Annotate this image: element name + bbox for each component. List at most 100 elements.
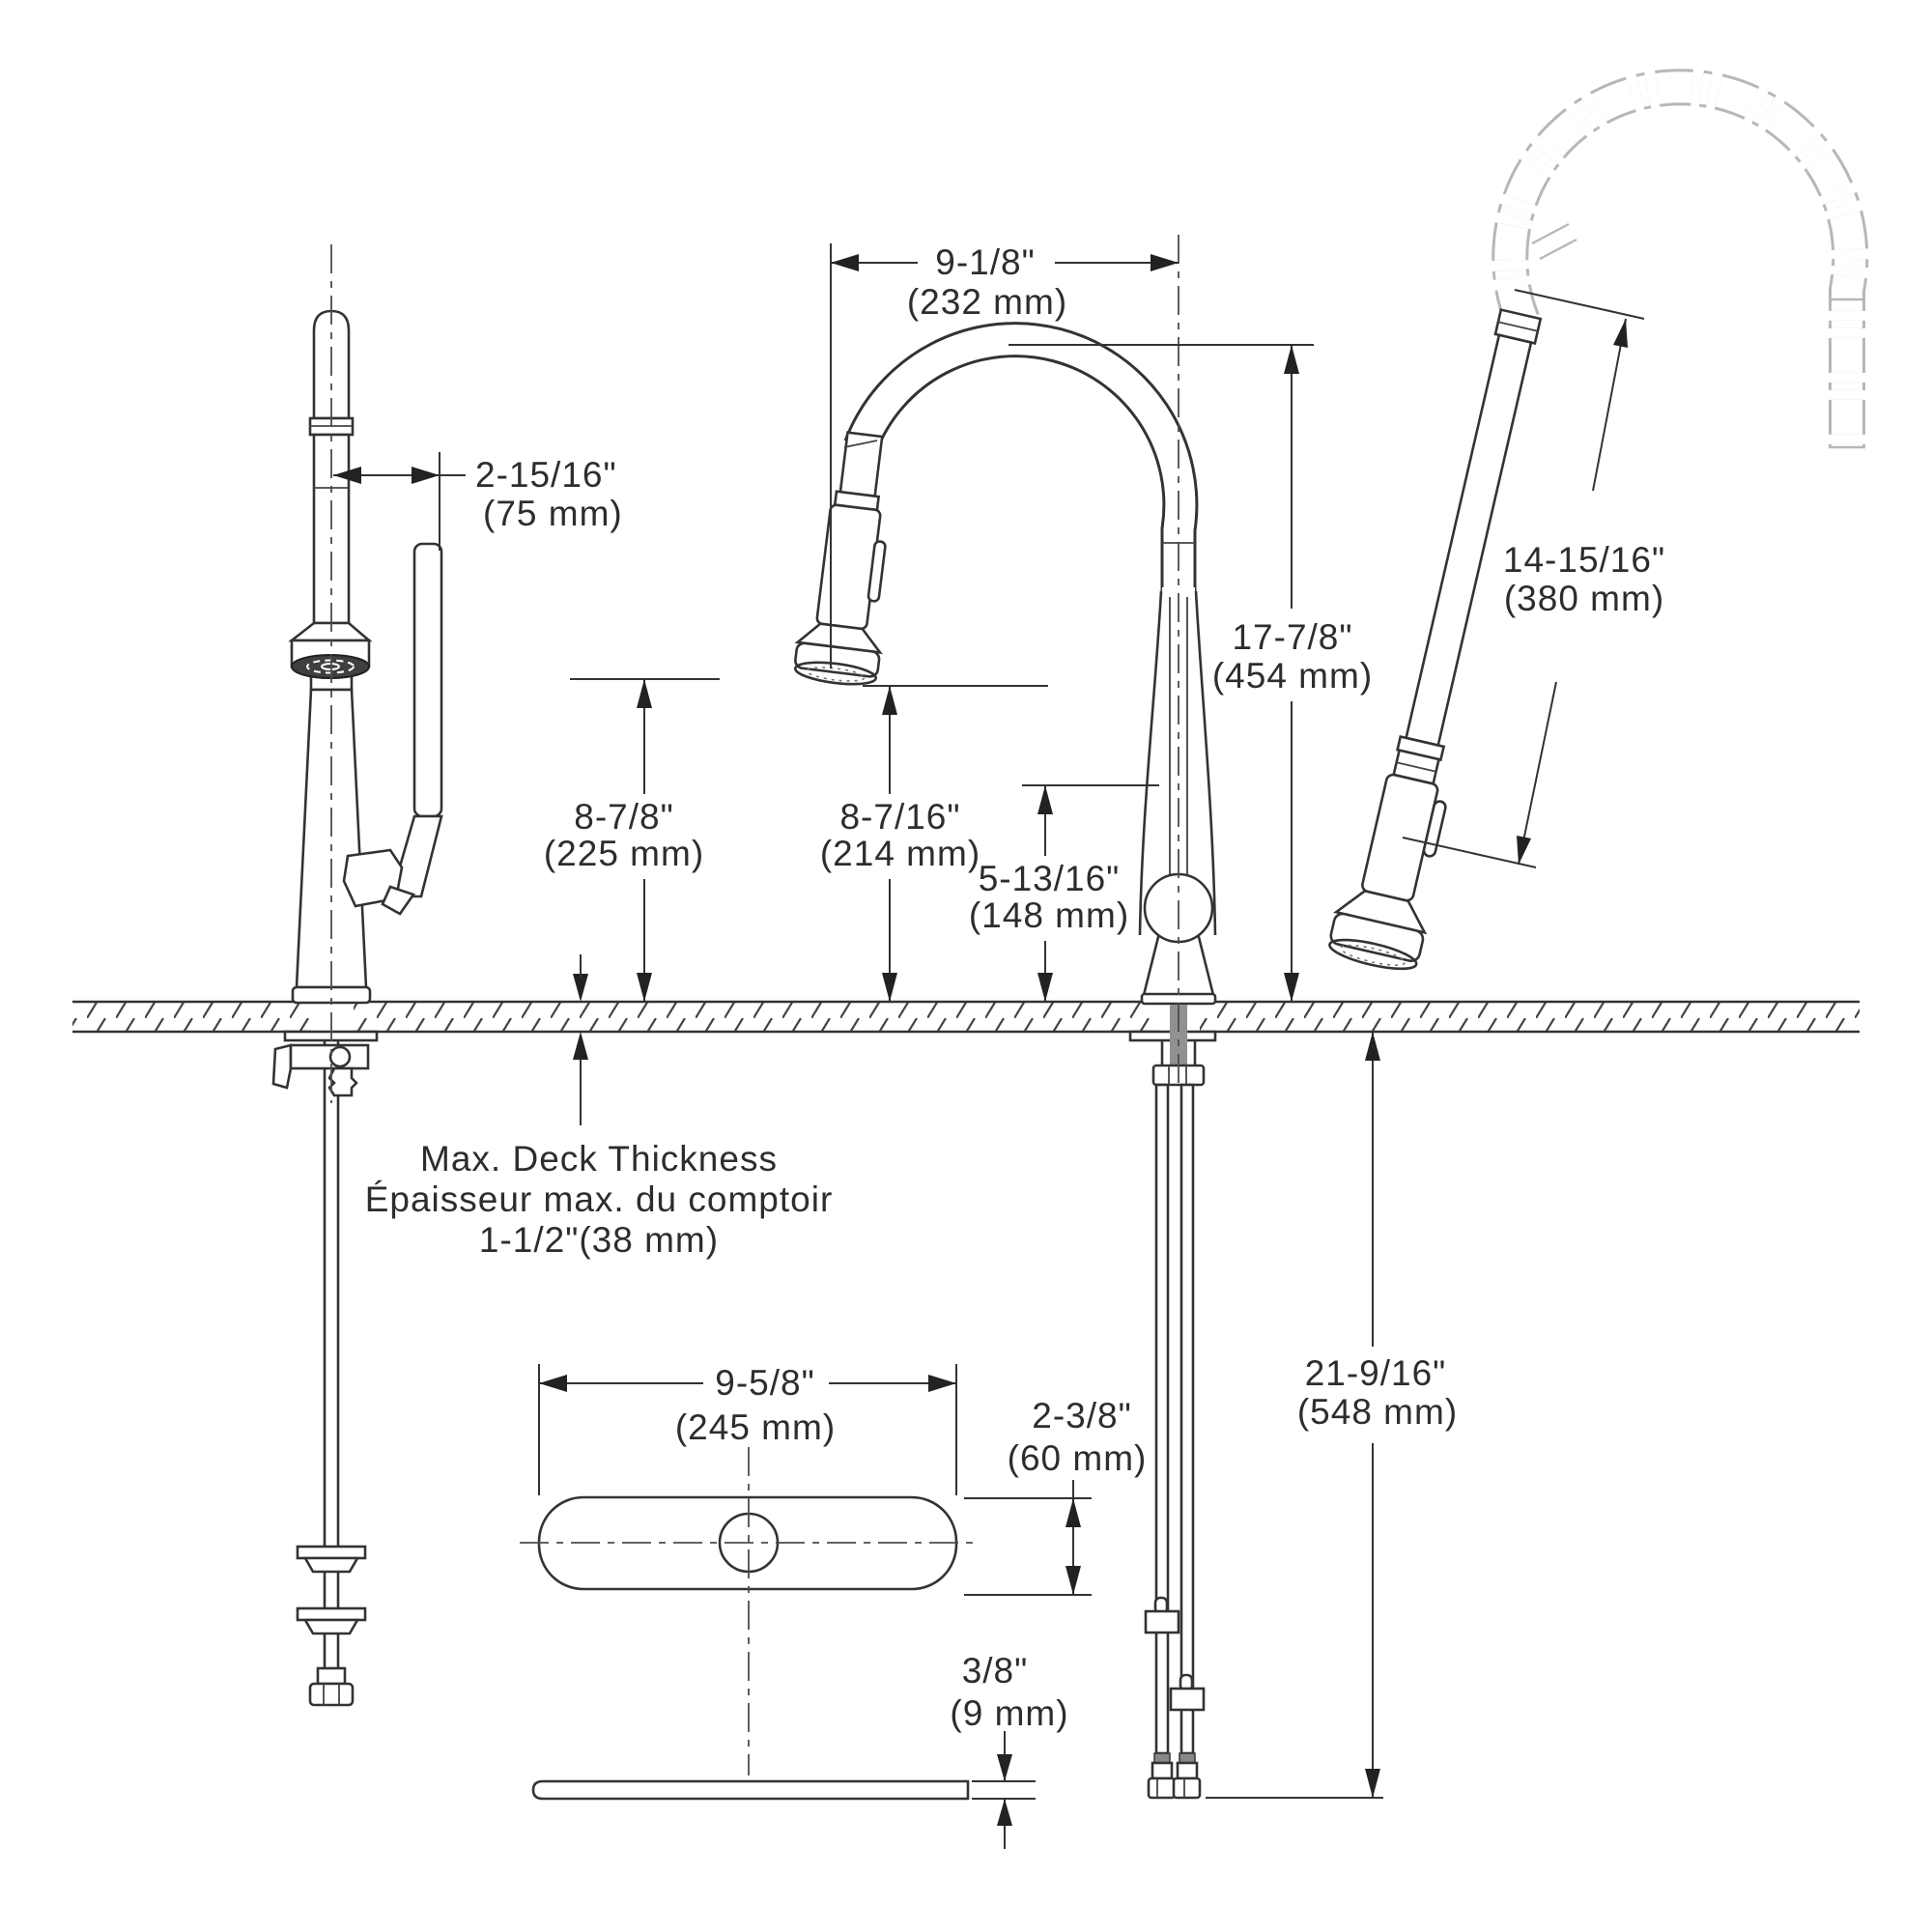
arrow-down bbox=[1365, 1769, 1380, 1798]
wand-face-ring bbox=[1329, 912, 1425, 963]
dim-plate-depth: 2-3/8" (60 mm) bbox=[964, 1396, 1148, 1596]
docked-head-spray-face bbox=[793, 661, 878, 686]
left-supply-nut bbox=[308, 1682, 355, 1707]
front-handle-tip bbox=[381, 885, 416, 916]
dim-handle-offset-label-mm: (75 mm) bbox=[483, 494, 623, 533]
hose-connector-2 bbox=[1176, 1761, 1199, 1780]
phantom-arc-inner bbox=[1494, 71, 1866, 447]
wand-spray-face bbox=[1328, 938, 1418, 971]
dim-spout-reach-label-mm: (232 mm) bbox=[907, 282, 1067, 322]
phantom-collar-tick-1 bbox=[1531, 222, 1570, 245]
spout-arc-inner bbox=[846, 325, 1196, 591]
hose-end-band-1 bbox=[1153, 1752, 1171, 1764]
dim-supply-length: 21-9/16" (548 mm) bbox=[1206, 1032, 1458, 1799]
dim-side-outlet-label-mm: (214 mm) bbox=[820, 834, 980, 873]
dim-plate-width: 9-5/8" (245 mm) bbox=[538, 1363, 957, 1495]
arrow-up bbox=[1613, 319, 1628, 348]
dim-plate-thickness-label-in: 3/8" bbox=[962, 1651, 1029, 1690]
dim-hose-length-label-mm: (380 mm) bbox=[1504, 579, 1664, 618]
dim-overall-height: 17-7/8" (454 mm) bbox=[1009, 344, 1373, 1002]
arrow-down bbox=[1037, 973, 1053, 1002]
centerlines bbox=[330, 235, 1179, 1776]
front-spray-face-center bbox=[321, 663, 340, 670]
max-deck-note-value: 1-1/2"(38 mm) bbox=[479, 1220, 719, 1260]
left-clamp1-wing bbox=[296, 1545, 367, 1560]
dim-spout-reach: 9-1/8" (232 mm) bbox=[830, 242, 1179, 668]
hose-clip-1 bbox=[1144, 1609, 1180, 1634]
dim-handle-offset: 2-15/16" (75 mm) bbox=[333, 452, 623, 551]
dim-front-outlet-height: 8-7/8" (225 mm) bbox=[544, 678, 720, 1002]
supply-hose-left bbox=[1154, 1083, 1170, 1755]
dim-plate-width-label-in: 9-5/8" bbox=[715, 1363, 814, 1403]
wand-top-collar-line bbox=[1497, 321, 1539, 332]
wand-head-flare bbox=[1333, 889, 1428, 935]
deck-plate-profile bbox=[531, 1779, 970, 1801]
wand-spray-button bbox=[1422, 800, 1447, 858]
dim-spout-reach-label-in: 9-1/8" bbox=[935, 242, 1035, 282]
dim-plate-depth-label-mm: (60 mm) bbox=[1008, 1438, 1148, 1478]
dim-handle-offset-label-in: 2-15/16" bbox=[475, 455, 617, 495]
arrow-right bbox=[1151, 254, 1179, 271]
dim-plate-width-label-mm: (245 mm) bbox=[675, 1407, 836, 1447]
left-clamp2-wing bbox=[296, 1606, 367, 1622]
arrow-up bbox=[1065, 1498, 1081, 1527]
dim-front-outlet-label-in: 8-7/8" bbox=[574, 797, 673, 837]
dim-handle-height-label-mm: (148 mm) bbox=[969, 895, 1129, 935]
arrow-down bbox=[1065, 1566, 1081, 1595]
pullout-spray-view bbox=[1328, 308, 1543, 971]
arrow-up bbox=[997, 1799, 1012, 1826]
dim-supply-length-label-mm: (548 mm) bbox=[1297, 1392, 1458, 1432]
docked-head-flare bbox=[794, 622, 883, 655]
arrow-down bbox=[1517, 836, 1531, 865]
arrow-down bbox=[882, 973, 897, 1002]
left-clamp1-body bbox=[302, 1556, 360, 1574]
countertop-hatch bbox=[72, 1002, 1860, 1032]
side-view-under-deck bbox=[1128, 1005, 1217, 1800]
arrow-up bbox=[1037, 785, 1053, 814]
arrow-right bbox=[928, 1375, 956, 1392]
front-spray-face bbox=[291, 654, 370, 679]
left-check-valve bbox=[327, 1066, 358, 1097]
dim-max-deck-note: Max. Deck Thickness Épaisseur max. du co… bbox=[365, 954, 834, 1260]
dim-handle-height-label-in: 5-13/16" bbox=[979, 859, 1121, 898]
dim-plate-thickness: 3/8" (9 mm) bbox=[950, 1651, 1068, 1849]
dim-side-outlet-label-in: 8-7/16" bbox=[839, 797, 960, 837]
body-right-edge bbox=[1194, 590, 1217, 936]
arrow-up bbox=[637, 679, 652, 708]
dim-overall-height-label-in: 17-7/8" bbox=[1232, 617, 1352, 657]
arrow-up bbox=[1365, 1032, 1380, 1061]
front-spray-face-pattern bbox=[306, 659, 355, 674]
dim-hose-ext-bottom bbox=[1402, 837, 1537, 868]
dim-hose-ext-top bbox=[1514, 289, 1645, 320]
deck-plate-side-view bbox=[531, 1779, 970, 1801]
hose-nut-1 bbox=[1147, 1776, 1177, 1800]
dim-plate-depth-label-in: 2-3/8" bbox=[1032, 1396, 1131, 1435]
arrow-left bbox=[333, 467, 361, 484]
max-deck-note-fr: Épaisseur max. du comptoir bbox=[365, 1179, 834, 1219]
docked-head-nozzles bbox=[806, 667, 866, 682]
wand-spray-face-nozzles bbox=[1340, 944, 1406, 966]
arrow-right bbox=[412, 467, 440, 484]
docked-spray-head bbox=[793, 431, 887, 686]
dim-overall-height-label-mm: (454 mm) bbox=[1212, 656, 1373, 696]
dim-hose-length-label-in: 14-15/16" bbox=[1503, 540, 1665, 580]
dim-plate-thickness-label-mm: (9 mm) bbox=[950, 1693, 1068, 1733]
arrow-down bbox=[1284, 973, 1299, 1002]
arrow-up bbox=[882, 686, 897, 715]
countertop-hole-left bbox=[311, 1000, 354, 1034]
dim-hose-length: 14-15/16" (380 mm) bbox=[1402, 289, 1665, 868]
docked-head-button bbox=[867, 540, 887, 603]
wand-joint-collar-line bbox=[1396, 761, 1436, 773]
body-base-plate bbox=[1140, 992, 1217, 1006]
arrow-down bbox=[997, 1754, 1012, 1781]
arrow-left bbox=[831, 254, 859, 271]
hose-nut-2 bbox=[1172, 1776, 1202, 1800]
dim-handle-height: 5-13/16" (148 mm) bbox=[969, 784, 1159, 1002]
arrow-left bbox=[539, 1375, 567, 1392]
left-tube-connector bbox=[316, 1666, 347, 1686]
max-deck-note-en: Max. Deck Thickness bbox=[420, 1139, 778, 1179]
hose-end-band-2 bbox=[1179, 1752, 1196, 1764]
body-left-edge bbox=[1138, 590, 1163, 936]
phantom-collar-tick-2 bbox=[1539, 238, 1577, 261]
